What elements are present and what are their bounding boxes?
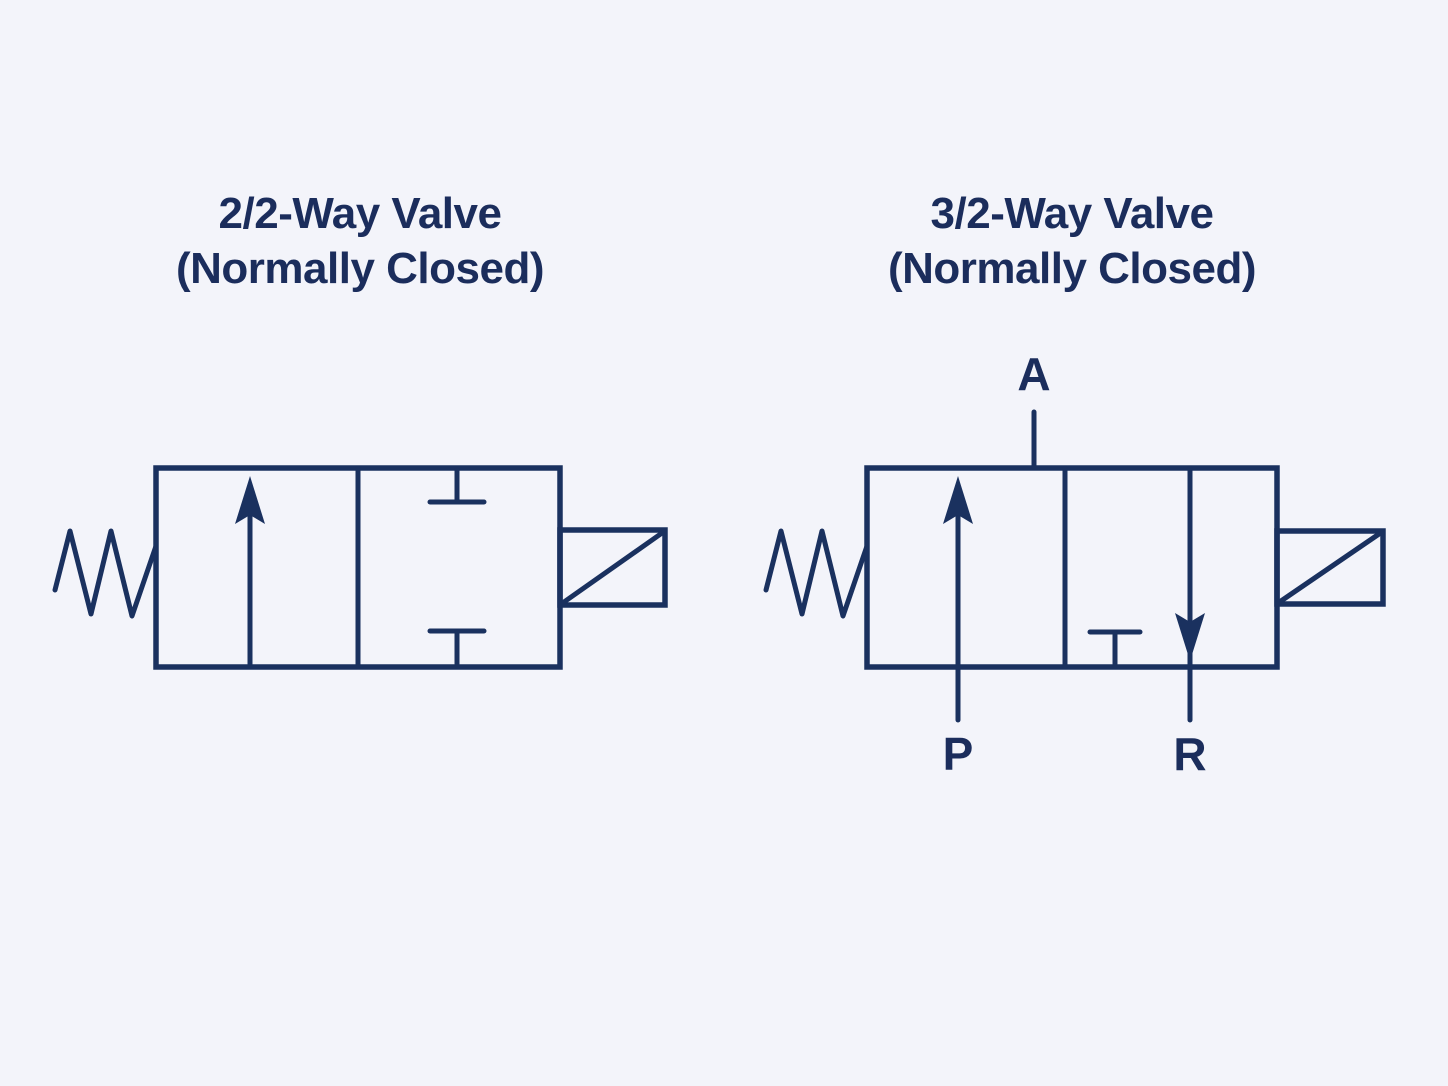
valve-2-2-title-line2: (Normally Closed) — [176, 244, 544, 293]
valve-3-2-group: 3/2-Way Valve (Normally Closed) A — [763, 189, 1386, 780]
valve-3-2-title-line2: (Normally Closed) — [888, 244, 1256, 293]
blocked-port-top-icon — [427, 467, 487, 505]
blocked-port-icon — [1087, 629, 1143, 667]
flow-arrow-down-icon — [1175, 465, 1205, 723]
valve-2-2-title-line1: 2/2-Way Valve — [219, 189, 502, 238]
port-label-r: R — [1173, 728, 1206, 780]
port-label-a: A — [1017, 348, 1050, 400]
valve-body — [864, 465, 1280, 670]
valve-3-2-title-line1: 3/2-Way Valve — [931, 189, 1214, 238]
spring-icon — [763, 528, 870, 619]
port-label-p: P — [943, 728, 974, 780]
flow-arrow-up-icon — [235, 476, 265, 667]
valve-2-2-group: 2/2-Way Valve (Normally Closed) — [52, 189, 668, 670]
flow-arrow-up-icon — [943, 476, 973, 723]
spring-icon — [52, 528, 159, 619]
blocked-port-bottom-icon — [427, 628, 487, 667]
solenoid-icon — [557, 527, 668, 608]
solenoid-icon — [1274, 528, 1386, 607]
